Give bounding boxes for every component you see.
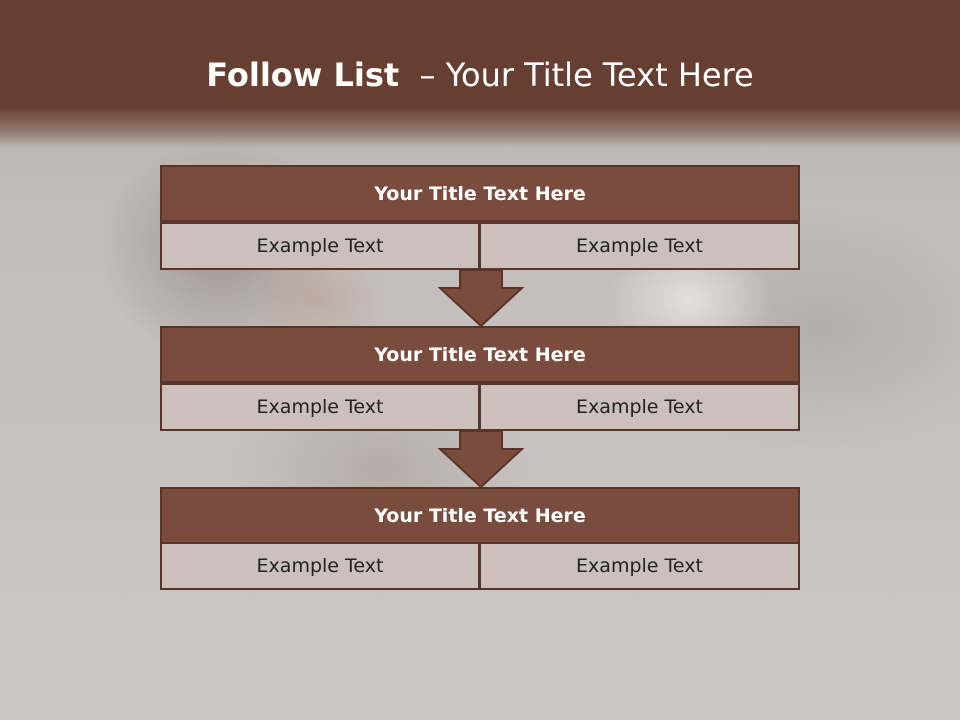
block-cell-left: Example Text	[160, 383, 480, 431]
down-arrow-icon	[438, 270, 524, 328]
slide-title-rest: – Your Title Text Here	[399, 56, 754, 94]
block-cell-right: Example Text	[480, 222, 800, 270]
block-title: Your Title Text Here	[160, 165, 800, 222]
slide-title-strong: Follow List	[206, 56, 400, 94]
title-bar	[0, 0, 960, 148]
block-cell-right: Example Text	[480, 542, 800, 590]
block-title: Your Title Text Here	[160, 326, 800, 383]
block-title: Your Title Text Here	[160, 487, 800, 544]
block-cell-right: Example Text	[480, 383, 800, 431]
slide-title: Follow List – Your Title Text Here	[0, 54, 960, 96]
block-cell-left: Example Text	[160, 222, 480, 270]
down-arrow-icon	[438, 431, 524, 489]
block-cell-left: Example Text	[160, 542, 480, 590]
